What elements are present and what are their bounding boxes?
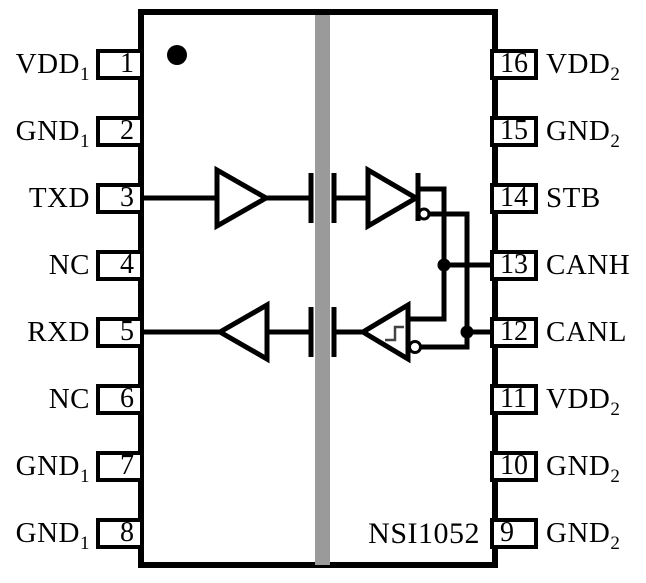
pin-row-16: 16 VDD2 xyxy=(490,46,646,85)
rxd-buffer-triangle xyxy=(214,300,270,364)
pin-14-box: 14 xyxy=(490,182,538,214)
pin-row-7: GND1 7 xyxy=(0,448,144,487)
pin-row-14: 14 STB xyxy=(490,180,646,216)
pin-12-label: CANL xyxy=(546,315,627,348)
pin-row-5: RXD 5 xyxy=(0,314,144,350)
pin-10-number: 10 xyxy=(500,450,528,481)
pin-row-1: VDD1 1 xyxy=(0,46,144,85)
pin-row-4: NC 4 xyxy=(0,247,144,283)
pin-4-number: 4 xyxy=(120,249,134,280)
pin-row-2: GND1 2 xyxy=(0,113,144,152)
pin-9-box: 9 xyxy=(490,517,538,549)
pin-6-box: 6 xyxy=(96,383,144,415)
pin-row-13: 13 CANH xyxy=(490,247,646,283)
driver-canh-line xyxy=(408,186,447,322)
pin-7-box: 7 xyxy=(96,450,144,482)
pin-1-box: 1 xyxy=(96,48,144,80)
pin-10-label: GND2 xyxy=(546,449,621,487)
pin-11-box: 11 xyxy=(490,383,538,415)
pin-7-number: 7 xyxy=(120,450,134,481)
can-driver-triangle xyxy=(365,165,421,231)
receiver-inverting-circle-icon xyxy=(408,340,422,354)
pin-8-box: 8 xyxy=(96,517,144,549)
pin-6-number: 6 xyxy=(120,383,134,414)
isolation-barrier xyxy=(315,15,330,565)
pin-13-box: 13 xyxy=(490,249,538,281)
pin-4-box: 4 xyxy=(96,249,144,281)
pin-1-number: 1 xyxy=(120,48,134,79)
pin-row-15: 15 GND2 xyxy=(490,113,646,152)
part-number-label: NSI1052 xyxy=(368,517,480,550)
pin-12-box: 12 xyxy=(490,316,538,348)
pin-8-number: 8 xyxy=(120,517,134,548)
pin-13-number: 13 xyxy=(500,249,528,280)
pin-16-label: VDD2 xyxy=(546,47,621,85)
pin-row-10: 10 GND2 xyxy=(490,448,646,487)
pin-15-box: 15 xyxy=(490,115,538,147)
pin-5-label: RXD xyxy=(27,315,90,348)
driver-canl-line xyxy=(420,211,470,350)
pin-9-label: GND2 xyxy=(546,516,621,554)
pin-3-number: 3 xyxy=(120,182,134,213)
pin-6-label: NC xyxy=(48,382,90,415)
txd-buffer-triangle xyxy=(214,165,272,231)
pin-12-number: 12 xyxy=(500,316,528,347)
pin-14-number: 14 xyxy=(500,182,528,213)
pin-4-label: NC xyxy=(48,248,90,281)
pin-13-label: CANH xyxy=(546,248,631,281)
pin-15-label: GND2 xyxy=(546,114,621,152)
pin-7-label: GND1 xyxy=(15,449,90,487)
pin-8-label: GND1 xyxy=(15,516,90,554)
pin-row-3: TXD 3 xyxy=(0,180,144,216)
pin-2-number: 2 xyxy=(120,115,134,146)
pin-16-box: 16 xyxy=(490,48,538,80)
pin-row-12: 12 CANL xyxy=(490,314,646,350)
pin-11-label: VDD2 xyxy=(546,382,621,420)
pin-9-number: 9 xyxy=(500,517,514,548)
pin-15-number: 15 xyxy=(500,115,528,146)
receiver-hysteresis-icon xyxy=(385,325,404,342)
pin-1-label: VDD1 xyxy=(15,47,90,85)
pin-row-8: GND1 8 xyxy=(0,515,144,554)
pin-3-label: TXD xyxy=(28,181,90,214)
pin-2-label: GND1 xyxy=(15,114,90,152)
driver-inverting-circle-icon xyxy=(417,207,431,221)
pin-16-number: 16 xyxy=(500,48,528,79)
pin-3-box: 3 xyxy=(96,182,144,214)
pin-row-9: 9 GND2 xyxy=(490,515,646,554)
can-receiver-triangle xyxy=(358,300,411,364)
pin-14-label: STB xyxy=(546,181,601,214)
pin1-marker-dot xyxy=(167,45,187,65)
pin-row-11: 11 VDD2 xyxy=(490,381,646,420)
pin-5-number: 5 xyxy=(120,316,134,347)
pin-5-box: 5 xyxy=(96,316,144,348)
pin-2-box: 2 xyxy=(96,115,144,147)
pin-10-box: 10 xyxy=(490,450,538,482)
pin-row-6: NC 6 xyxy=(0,381,144,417)
pin-11-number: 11 xyxy=(500,383,527,414)
